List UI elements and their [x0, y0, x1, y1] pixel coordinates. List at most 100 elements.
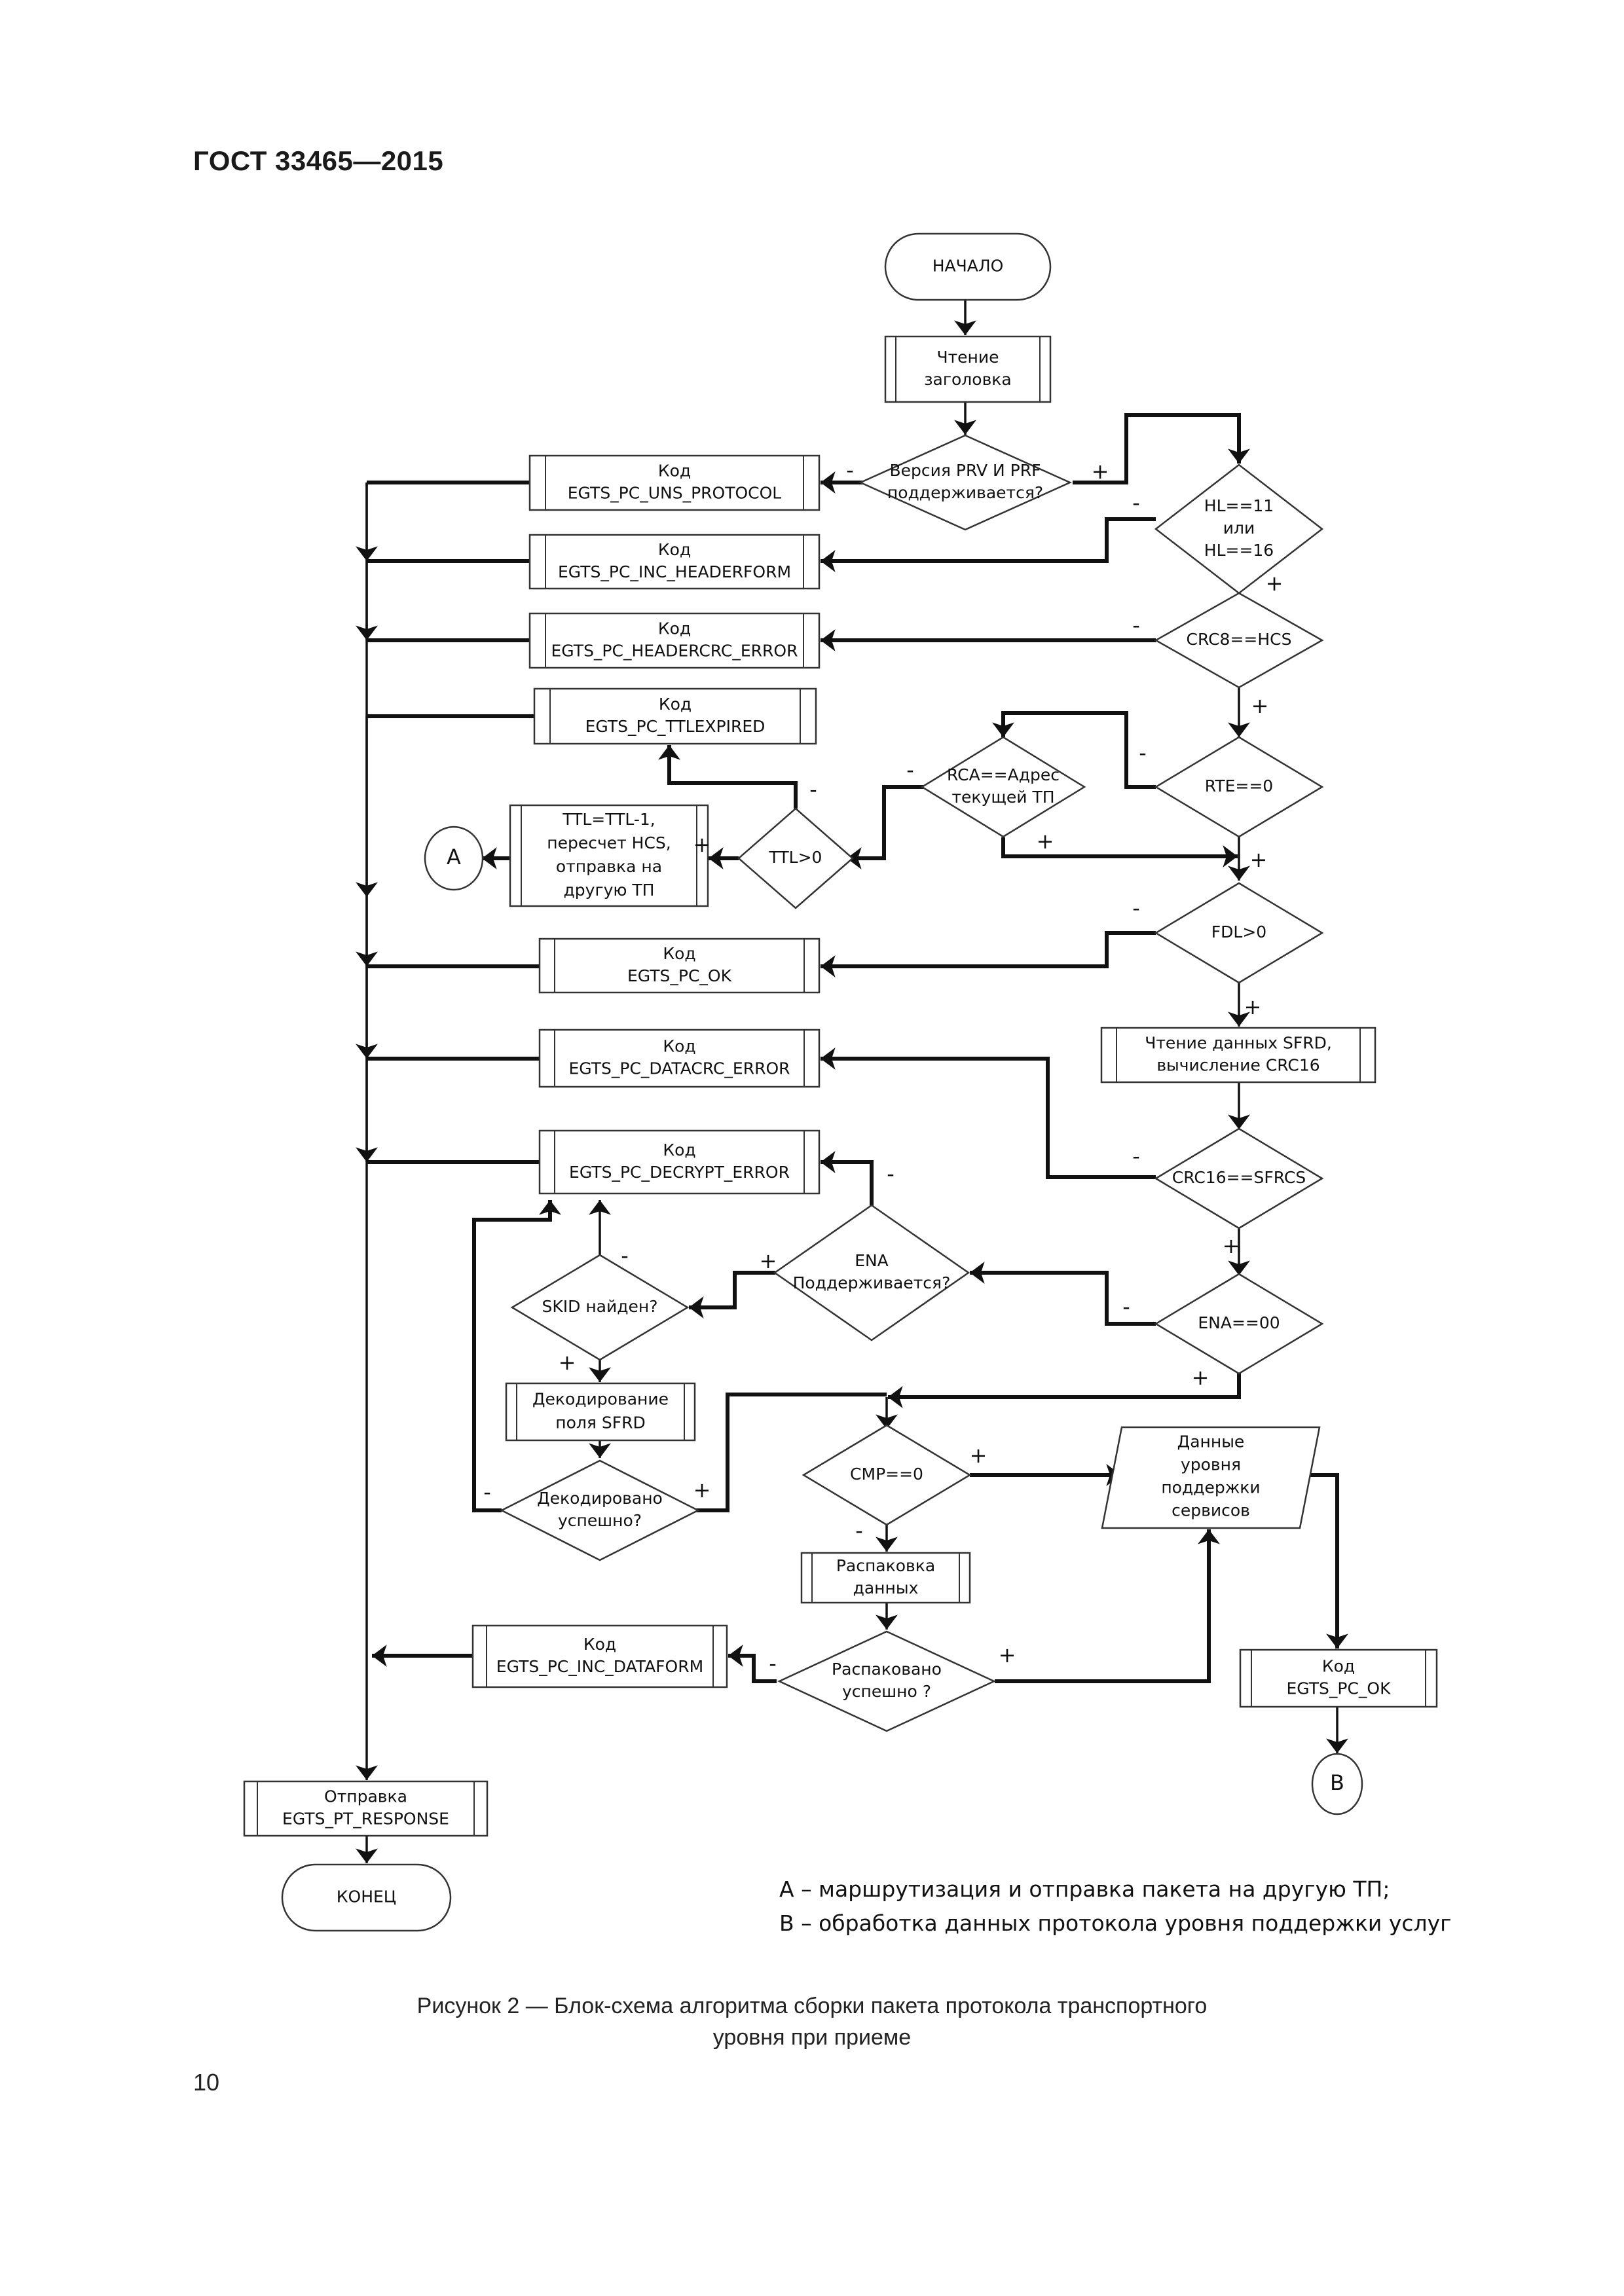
branch-signs: -+-+-+--++-+-+-+-+-+-+-++-+-	[483, 458, 1283, 1676]
rte-decision: RTE==0	[1154, 736, 1324, 838]
end-terminal-shape	[281, 1863, 452, 1932]
no-branch-sign: -	[1139, 740, 1147, 765]
edge-fdl-no	[820, 931, 1156, 977]
rca-decision-shape	[920, 736, 1086, 838]
edge-ena-supported-yes	[688, 1271, 775, 1319]
service-data-block-text: уровня	[1181, 1455, 1241, 1474]
ena-supported-decision-text: ENA	[855, 1251, 889, 1270]
headercrc-error-box-text: Код	[658, 619, 691, 638]
skid-decision: SKID найден?	[510, 1254, 690, 1361]
datacrc-error-box-shape	[538, 1029, 821, 1088]
read-header-process-shape	[884, 335, 1052, 403]
yes-branch-sign: +	[970, 1443, 987, 1468]
no-branch-sign: -	[855, 1518, 863, 1543]
ttl-routing-box-text: TTL=TTL-1,	[562, 810, 655, 829]
yes-branch-sign: +	[559, 1350, 576, 1375]
unpack-box: Распаковка данных	[800, 1552, 971, 1604]
uns-protocol-box-text: EGTS_PC_UNS_PROTOCOL	[568, 484, 782, 503]
version-supported-decision-shape	[858, 434, 1073, 531]
connector-a-shape	[424, 826, 484, 891]
inc-dataform-box-shape	[471, 1624, 728, 1688]
page-number: 10	[193, 2069, 220, 2096]
decoded-decision-text: Декодировано	[537, 1489, 663, 1508]
pc-ok-left-box-text: Код	[663, 944, 695, 963]
end-terminal: КОНЕЦ	[281, 1863, 452, 1932]
rte-decision-shape	[1154, 736, 1324, 838]
unpack-box-text: Распаковка	[836, 1556, 935, 1575]
edge-data-to-pc-ok	[1303, 1473, 1348, 1649]
edge-ena00-no	[969, 1262, 1156, 1326]
inc-headerform-box-shape	[528, 534, 821, 590]
start-terminal: НАЧАЛО	[884, 232, 1052, 301]
service-data-block-text: поддержки	[1161, 1478, 1260, 1497]
no-branch-sign: -	[1132, 490, 1140, 515]
yes-branch-sign: +	[1192, 1365, 1209, 1390]
yes-branch-sign: +	[1223, 1233, 1240, 1258]
cmp-decision-text: CMP==0	[850, 1465, 923, 1484]
connector-b-text: B	[1330, 1770, 1344, 1795]
yes-branch-sign: +	[1266, 571, 1283, 596]
send-response-box-text: Отправка	[324, 1787, 407, 1806]
version-supported-decision-text: Версия PRV И PRF	[890, 461, 1041, 480]
fdl-decision: FDL>0	[1154, 882, 1324, 984]
yes-branch-sign: +	[1092, 459, 1109, 484]
pc-ok-right-box-shape	[1239, 1649, 1438, 1708]
unpacked-decision-text: Распаковано	[832, 1660, 942, 1679]
unpacked-decision-shape	[777, 1630, 996, 1732]
ttl-decision: TTL>0	[737, 807, 854, 909]
send-response-box-text: EGTS_PT_RESPONSE	[282, 1810, 449, 1829]
crc8-decision-shape	[1154, 592, 1324, 689]
start-terminal-text: НАЧАЛО	[932, 257, 1004, 276]
no-branch-sign: -	[1122, 1294, 1130, 1319]
headercrc-error-box-text: EGTS_PC_HEADERCRC_ERROR	[551, 642, 798, 661]
decrypt-error-box-text: EGTS_PC_DECRYPT_ERROR	[569, 1163, 790, 1182]
no-branch-sign: -	[769, 1651, 777, 1676]
no-branch-sign: -	[1132, 613, 1140, 638]
unpacked-decision: Распаковано успешно ?	[777, 1630, 996, 1732]
edge-rte-no	[992, 711, 1156, 789]
read-sfrd-box: Чтение данных SFRD,вычисление CRC16	[1100, 1027, 1376, 1084]
no-branch-sign: -	[846, 458, 854, 483]
ttl-routing-box-shape	[509, 804, 709, 907]
edge-rca-no	[846, 785, 955, 869]
decode-sfrd-box-shape	[505, 1382, 696, 1442]
edge-crc16-no	[820, 1048, 1156, 1179]
connector-a: A	[424, 826, 484, 891]
inc-dataform-box-text: EGTS_PC_INC_DATAFORM	[496, 1657, 703, 1676]
ttl-expired-box-text: EGTS_PC_TTLEXPIRED	[585, 717, 766, 736]
ttl-expired-box-shape	[533, 687, 817, 745]
pc-ok-right-box-text: Код	[1322, 1657, 1355, 1676]
crc16-decision-text: CRC16==SFRCS	[1172, 1168, 1306, 1187]
read-header-process-text: заголовка	[924, 370, 1011, 389]
cmp-decision-shape	[802, 1424, 972, 1526]
figure-caption: Рисунок 2 — Блок-схема алгоритма сборки …	[0, 1990, 1624, 2053]
ena00-decision-text: ENA==00	[1198, 1313, 1280, 1332]
connector-b-shape	[1311, 1753, 1363, 1815]
uns-protocol-box-text: Код	[658, 462, 691, 481]
no-branch-sign: -	[906, 757, 914, 782]
legend-item-a: А – маршрутизация и отправка пакета на д…	[779, 1876, 1390, 1902]
service-data-block-text: Данные	[1177, 1432, 1245, 1451]
unpacked-decision-text: успешно ?	[842, 1682, 931, 1701]
legend: А – маршрутизация и отправка пакета на д…	[779, 1872, 1451, 1941]
unpack-box-text: данных	[853, 1578, 919, 1597]
no-branch-sign: -	[483, 1480, 491, 1504]
crc8-decision-text: CRC8==HCS	[1187, 630, 1292, 649]
edge-unpacked-no	[728, 1645, 777, 1683]
caption-line-1: Рисунок 2 — Блок-схема алгоритма сборки …	[416, 1994, 1208, 2018]
decode-sfrd-box-text: Декодирование	[532, 1390, 669, 1409]
yes-branch-sign: +	[760, 1248, 777, 1273]
ttl-routing-box-text: другую ТП	[564, 881, 655, 900]
caption-line-2: уровня при приеме	[712, 2025, 912, 2050]
rca-decision-text: текущей ТП	[951, 788, 1054, 807]
fdl-decision-text: FDL>0	[1211, 922, 1266, 941]
datacrc-error-box-text: EGTS_PC_DATACRC_ERROR	[568, 1059, 790, 1078]
yes-branch-sign: +	[693, 832, 711, 857]
read-sfrd-box-text: вычисление CRC16	[1156, 1056, 1320, 1075]
edge-hl-no	[820, 517, 1156, 572]
